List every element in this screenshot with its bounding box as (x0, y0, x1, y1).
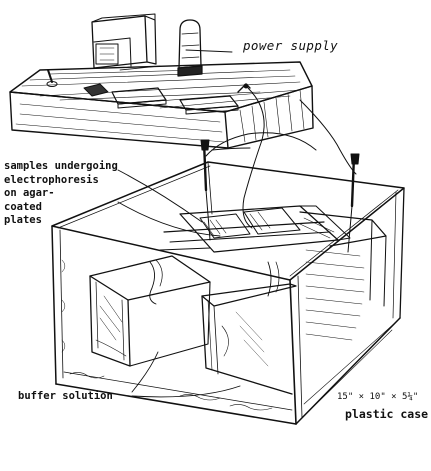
control-panel (111, 83, 251, 115)
plastic-case-label: plastic case (345, 407, 429, 421)
power-supply-unit (9, 61, 314, 149)
transformer (91, 13, 161, 71)
vacuum-tube (177, 19, 203, 77)
buffer-trough-left (89, 255, 211, 367)
samples-label-line: samples undergoing (4, 160, 118, 172)
leader-lines (117, 49, 241, 398)
lead-wires (205, 87, 357, 229)
power-switch (46, 69, 58, 87)
samples-label-line: coated (4, 200, 42, 213)
buffer-trough-right (201, 261, 297, 395)
power-supply-label: power supply (243, 38, 339, 53)
buffer-solution-label: buffer solution (18, 390, 113, 402)
agar-plates (159, 205, 351, 253)
wood-grain (21, 69, 301, 109)
terminal-block (83, 83, 109, 97)
samples-label-line: plates (4, 214, 42, 226)
case-dimensions-label: 15" × 10" × 5¼" (337, 392, 419, 402)
plastic-case (51, 161, 405, 425)
samples-label-line: on agar- (4, 187, 55, 199)
samples-label: samples undergoing electrophoresis on ag… (4, 160, 118, 228)
buffer-trough-back (299, 211, 387, 341)
samples-label-line: electrophoresis (4, 173, 99, 186)
